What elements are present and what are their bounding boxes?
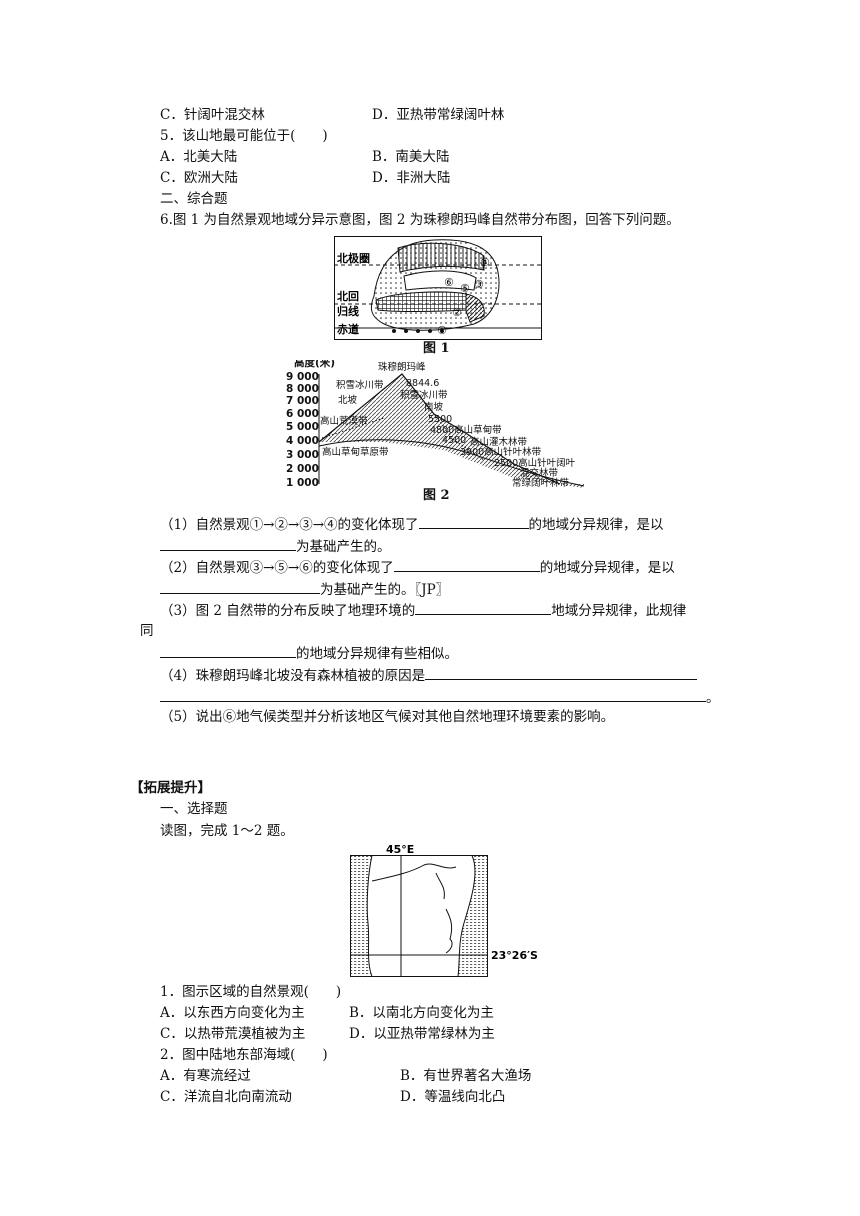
answer-blank[interactable] — [160, 687, 706, 702]
q6-sub1-text-a: （1）自然景观①→②→③→④的变化体现了 — [160, 517, 419, 533]
fig2-label-mixed-1: 2500高山针叶阔叶 — [494, 457, 576, 469]
q6-stem: 6.图 1 为自然景观地域分异示意图，图 2 为珠穆朗玛峰自然带分布图，回答下列… — [160, 212, 680, 228]
answer-blank[interactable] — [425, 665, 698, 680]
answer-blank[interactable] — [415, 600, 552, 615]
q6-sub3-text-a: （3）图 2 自然带的分布反映了地理环境的 — [160, 603, 416, 619]
fig2-ytick: 9 000 — [286, 371, 319, 383]
ext-q1-option-b: B．以南北方向变化为主 — [349, 1005, 494, 1021]
ext-q2-option-b: B．有世界著名大渔场 — [400, 1068, 532, 1084]
fig2-axis-title: 高度(米) — [294, 360, 335, 369]
fig2-label-alpine-meadow: 4800高山草甸带 — [430, 424, 502, 436]
q5-option-d: D．非洲大陆 — [372, 170, 451, 186]
q6-sub1-line2: 为基础产生的。 — [160, 536, 391, 556]
fig1-label-tropic-1: 北回 — [337, 289, 359, 303]
fig2-peak-name: 珠穆朗玛峰 — [378, 361, 426, 373]
q6-sub3-line1: （3）图 2 自然带的分布反映了地理环境的 地域分异规律，此规律 — [160, 600, 686, 620]
fig1-label-tropic-2: 归线 — [337, 304, 359, 318]
fig1-marker-5: ⑤ — [460, 282, 470, 295]
fig2-label-alpine-steppe: 高山草甸草原带 — [322, 446, 389, 458]
ext-q2-stem: 2．图中陆地东部海域( ) — [160, 1047, 328, 1063]
q6-sub2-text-c: 为基础产生的。〖JP〗 — [320, 582, 450, 598]
fig1-marker-3: ③ — [474, 278, 484, 291]
fig2-label-south-slope: 南坡 — [424, 401, 444, 413]
fig1-marker-2: ② — [452, 306, 462, 319]
answer-blank[interactable] — [160, 643, 296, 658]
ext-q1-option-a: A．以东西方向变化为主 — [160, 1005, 305, 1021]
q5-option-b: B．南美大陆 — [372, 149, 450, 165]
q6-sub2-line1: （2）自然景观③→⑤→⑥的变化体现了 的地域分异规律，是以 — [160, 557, 675, 577]
section-heading-choice: 一、选择题 — [160, 801, 228, 817]
q6-sub3-line3: 的地域分异规律有些相似。 — [160, 643, 458, 663]
q6-sub2-text-b: 的地域分异规律，是以 — [539, 560, 675, 576]
madagascar-map: 45°E 23°26′S — [350, 843, 538, 977]
map-longitude-label: 45°E — [386, 843, 414, 856]
answer-blank[interactable] — [418, 514, 529, 529]
fig2-label-south-snow: 积雪冰川带 — [400, 389, 448, 401]
fig1-label-arctic: 北极圈 — [337, 251, 370, 265]
fig1-marker-6: ⑥ — [444, 276, 454, 289]
answer-blank[interactable] — [393, 557, 540, 572]
fig2-ytick: 2 000 — [286, 463, 319, 475]
figure-1-caption: 图 1 — [423, 341, 450, 356]
q6-sub2-text-a: （2）自然景观③→⑤→⑥的变化体现了 — [160, 560, 394, 576]
q6-sub3-text-d: 的地域分异规律有些相似。 — [296, 646, 458, 662]
fig2-label-alpine-desert: 高山荒漠带 — [320, 415, 368, 427]
fig2-label-mixed-2: 混交林带 — [520, 467, 559, 479]
figure-2-caption: 图 2 — [423, 488, 450, 503]
fig2-label-north-snow: 积雪冰川带 — [336, 379, 384, 391]
fig2-ytick: 6 000 — [286, 408, 319, 420]
fig2-ytick: 8 000 — [286, 383, 319, 395]
answer-blank[interactable] — [160, 579, 320, 594]
fig2-label-evergreen: 常绿阔叶林带 — [512, 477, 570, 489]
q6-sub4-text-b: 。 — [706, 690, 720, 706]
map-intro: 读图，完成 1～2 题。 — [160, 823, 294, 839]
fig2-label-4500: 4500 — [442, 435, 466, 446]
q6-sub5: （5）说出⑥地气候类型并分析该地区气候对其他自然地理环境要素的影响。 — [160, 709, 615, 725]
ext-q1-stem: 1．图示区域的自然景观( ) — [160, 984, 342, 1000]
ext-q2-option-c: C．洋流自北向南流动 — [160, 1089, 292, 1105]
ext-q1-option-d: D．以亚热带常绿林为主 — [349, 1026, 495, 1042]
extension-heading: 【拓展提升】 — [130, 780, 211, 796]
q6-sub4-text-a: （4）珠穆朗玛峰北坡没有森林植被的原因是 — [160, 668, 426, 684]
section-heading-comprehensive: 二、综合题 — [160, 191, 228, 207]
fig2-ytick: 3 000 — [286, 449, 319, 461]
fig2-ytick: 7 000 — [286, 395, 319, 407]
fig2-ytick: 4 000 — [286, 435, 319, 447]
q6-sub4-line2: 。 — [160, 687, 720, 707]
ext-q2-option-d: D．等温线向北凸 — [400, 1089, 506, 1105]
fig2-ytick: 5 000 — [286, 421, 319, 433]
fig2-label-5500: 5500 — [428, 414, 452, 425]
figure-1-landscape-map: 北极圈 北回 归线 赤道 ① ② ③ ④ ⑤ ⑥ — [334, 236, 542, 340]
q6-sub1-text-b: 的地域分异规律，是以 — [528, 517, 664, 533]
fig1-label-equator: 赤道 — [337, 322, 359, 336]
fig2-label-north-slope: 北坡 — [338, 394, 358, 406]
q6-sub1-line1: （1）自然景观①→②→③→④的变化体现了 的地域分异规律，是以 — [160, 514, 664, 534]
q4-option-d: D．亚热带常绿阔叶林 — [372, 107, 505, 123]
fig2-label-conifer: 3900高山针叶林带 — [460, 446, 542, 458]
q6-sub3-text-c: 同 — [140, 623, 154, 639]
ext-q1-option-c: C．以热带荒漠植被为主 — [160, 1026, 306, 1042]
ext-q2-option-a: A．有寒流经过 — [160, 1068, 251, 1084]
fig2-peak-height: 8844.6 — [406, 378, 439, 389]
q6-sub3-text-b: 地域分异规律，此规律 — [551, 603, 687, 619]
figure-2-everest-zones: 高度(米) 9 000 8 000 7 000 6 000 5 000 4 00… — [286, 360, 585, 489]
fig1-marker-1: ① — [437, 324, 447, 337]
q4-option-c: C．针阔叶混交林 — [160, 107, 265, 123]
q5-option-a: A．北美大陆 — [160, 149, 238, 165]
q5-stem: 5．该山地最可能位于( ) — [160, 128, 328, 144]
q6-sub2-line2: 为基础产生的。〖JP〗 — [160, 579, 449, 599]
fig1-marker-4: ④ — [480, 256, 490, 269]
map-latitude-label: 23°26′S — [491, 949, 538, 962]
q6-sub1-text-c: 为基础产生的。 — [296, 539, 391, 555]
fig2-label-shrub: 高山灌木林带 — [470, 436, 528, 448]
q6-sub4-line1: （4）珠穆朗玛峰北坡没有森林植被的原因是 — [160, 665, 698, 685]
answer-blank[interactable] — [160, 536, 296, 551]
q5-option-c: C．欧洲大陆 — [160, 170, 238, 186]
fig2-ytick: 1 000 — [286, 477, 319, 489]
